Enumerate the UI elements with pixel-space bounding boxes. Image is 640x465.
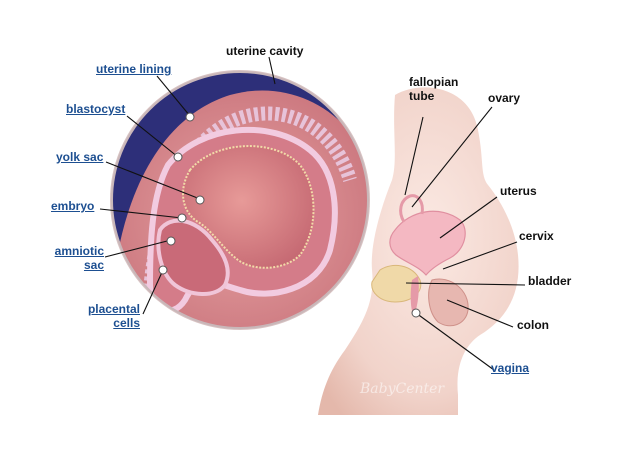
dot-placental-cells — [158, 265, 168, 275]
label-ovary: ovary — [488, 91, 521, 105]
leader-blastocyst — [126, 115, 179, 158]
leader-uterine-cavity — [268, 56, 276, 85]
leader-ovary — [411, 106, 493, 208]
label-fallopian-tube: fallopian tube — [409, 75, 458, 103]
label-vagina[interactable]: vagina — [491, 361, 530, 375]
label-embryo[interactable]: embryo — [51, 199, 95, 213]
dot-yolk-sac — [195, 195, 205, 205]
label-uterus: uterus — [500, 184, 537, 198]
label-cervix: cervix — [519, 229, 554, 243]
label-placental-cells-line-2: cells — [113, 316, 140, 330]
label-yolk-sac[interactable]: yolk sac — [56, 150, 104, 164]
colon-shape — [428, 278, 469, 327]
watermark: BabyCenter — [360, 381, 445, 397]
leader-embryo — [99, 208, 183, 219]
dot-vagina — [411, 308, 421, 318]
label-uterine-cavity: uterine cavity — [226, 44, 304, 58]
uterus-shape — [389, 210, 466, 276]
body-silhouette — [318, 87, 519, 415]
vagina-shape — [410, 276, 419, 316]
dot-blastocyst — [173, 152, 183, 162]
fallopian-tube-shape — [399, 194, 424, 223]
magnified-view — [110, 70, 370, 330]
label-fallopian-tube-line-2: tube — [409, 89, 435, 103]
label-colon: colon — [517, 318, 549, 332]
label-amniotic-sac-line-2: sac — [83, 258, 104, 272]
leader-bladder — [405, 282, 526, 286]
dot-amniotic-sac — [166, 236, 176, 246]
dot-uterine-lining — [185, 112, 195, 122]
label-bladder: bladder — [528, 274, 572, 288]
leader-vagina — [415, 312, 495, 371]
label-fallopian-tube-line-1: fallopian — [409, 75, 459, 89]
leader-colon — [446, 299, 514, 328]
leader-placental-cells — [142, 269, 164, 315]
leader-fallopian-tube — [404, 116, 424, 196]
leader-cervix — [442, 241, 518, 270]
leader-amniotic-sac — [104, 239, 172, 258]
leader-uterus — [439, 196, 498, 239]
label-blastocyst[interactable]: blastocyst — [66, 102, 126, 116]
leader-uterine-lining — [156, 75, 191, 117]
label-placental-cells[interactable]: placental cells — [80, 302, 140, 330]
callout-dots — [158, 112, 421, 318]
label-amniotic-sac-line-1: amniotic — [54, 244, 104, 258]
leader-lines — [99, 56, 526, 371]
dot-embryo — [177, 213, 187, 223]
label-placental-cells-line-1: placental — [87, 302, 140, 316]
label-uterine-lining[interactable]: uterine lining — [96, 62, 172, 76]
label-amniotic-sac[interactable]: amniotic sac — [50, 244, 104, 272]
leader-yolk-sac — [105, 161, 201, 200]
